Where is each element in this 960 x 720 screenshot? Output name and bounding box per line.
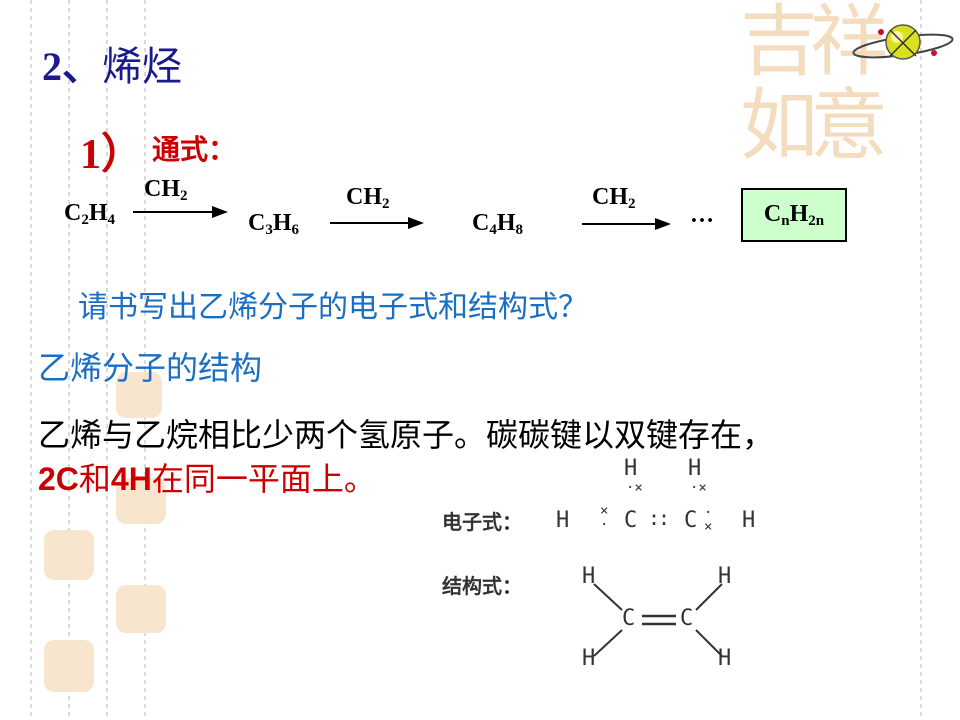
decorative-seal: [116, 478, 166, 524]
atom-h: H: [718, 564, 732, 589]
general-formula-box: CnH2n: [741, 188, 847, 242]
formula-c4h8: C4H8: [472, 210, 524, 238]
atom-h: H: [742, 508, 756, 533]
section-number: 1）: [80, 132, 144, 178]
section-label: 通式：: [152, 133, 237, 166]
decorative-seal: [44, 640, 94, 692]
arrow-label: CH2: [346, 184, 390, 212]
structural-formula-diagram: [593, 583, 723, 657]
atom-c: C: [622, 606, 636, 631]
atom-h: H: [718, 646, 732, 671]
question-text: 请书写出乙烯分子的电子式和结构式？: [78, 290, 588, 325]
decorative-seal: [44, 530, 94, 580]
formula-c3h6: C3H6: [248, 210, 300, 238]
ellipsis: …: [690, 202, 714, 228]
formula-c2h4: C2H4: [64, 200, 116, 228]
arrow-label: CH2: [592, 184, 636, 212]
page-title: 2、烯烃: [42, 44, 182, 90]
atom-h: H: [582, 646, 596, 671]
atom-c: C: [624, 508, 638, 533]
decorative-seal: [116, 585, 166, 633]
atom-h: H: [556, 508, 570, 533]
atom-h: H: [688, 456, 702, 481]
structure-title: 乙烯分子的结构: [38, 349, 263, 387]
atom-c: C: [684, 508, 698, 533]
atom-h: H: [582, 564, 596, 589]
structural-formula-label: 结构式：: [442, 574, 522, 598]
explanation-line1: 乙烯与乙烷相比少两个氢原子。碳碳键以双键存在，: [38, 416, 775, 454]
atom-c: C: [680, 606, 694, 631]
electron-formula-label: 电子式：: [442, 510, 522, 534]
atom-h: H: [624, 456, 638, 481]
globe-icon: [852, 24, 954, 60]
decorative-seal: [116, 372, 162, 418]
decorative-seal: 吉祥如意: [740, 0, 888, 171]
explanation-line2: 2C和4H在同一平面上。: [38, 460, 376, 498]
arrow-label: CH2: [144, 176, 188, 204]
